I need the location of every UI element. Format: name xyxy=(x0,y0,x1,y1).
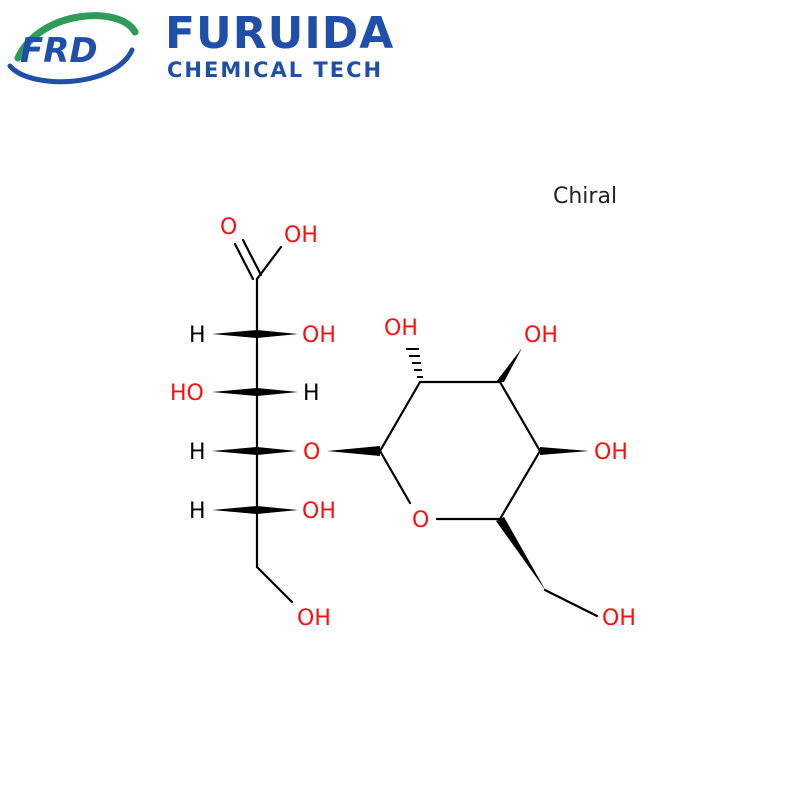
brand-name: FURUIDA xyxy=(165,8,394,59)
pyranose-ring xyxy=(378,380,599,618)
ring-c5-wedge xyxy=(496,517,546,591)
ring-c3-wedge xyxy=(496,348,522,382)
atom-ring-c3-oh: OH xyxy=(524,323,558,348)
glycosidic-wedge xyxy=(327,446,380,456)
brand-subtitle: CHEMICAL TECH xyxy=(167,58,383,82)
atom-ring-c4-oh: OH xyxy=(594,440,628,465)
atom-c3-ho: HO xyxy=(170,381,204,406)
atom-ring-c2-oh: OH xyxy=(384,316,418,341)
chiral-label: Chiral xyxy=(553,184,617,209)
atom-carboxyl-oh: OH xyxy=(284,223,318,248)
furuida-logo: FRD FURUIDA CHEMICAL TECH xyxy=(7,8,394,85)
brand-mark: FRD xyxy=(20,31,98,71)
atom-c2-oh: OH xyxy=(302,323,336,348)
ring-hashed-bond xyxy=(406,348,423,378)
atom-ring-c6-oh: OH xyxy=(602,606,636,631)
atom-c2-h: H xyxy=(189,323,206,348)
atom-ring-o: O xyxy=(412,508,429,533)
atom-c5-h: H xyxy=(189,499,206,524)
atom-c3-h: H xyxy=(303,381,320,406)
chain-wedges xyxy=(212,330,298,514)
atom-carboxyl-o: O xyxy=(220,215,237,240)
open-chain-bonds xyxy=(233,238,294,604)
atom-link-o: O xyxy=(303,440,320,465)
frd-emblem-icon: FRD xyxy=(7,12,139,85)
atom-c4-h: H xyxy=(189,440,206,465)
atom-c6-oh: OH xyxy=(297,606,331,631)
atom-c5-oh: OH xyxy=(302,499,336,524)
ring-c4-wedge xyxy=(540,447,589,455)
